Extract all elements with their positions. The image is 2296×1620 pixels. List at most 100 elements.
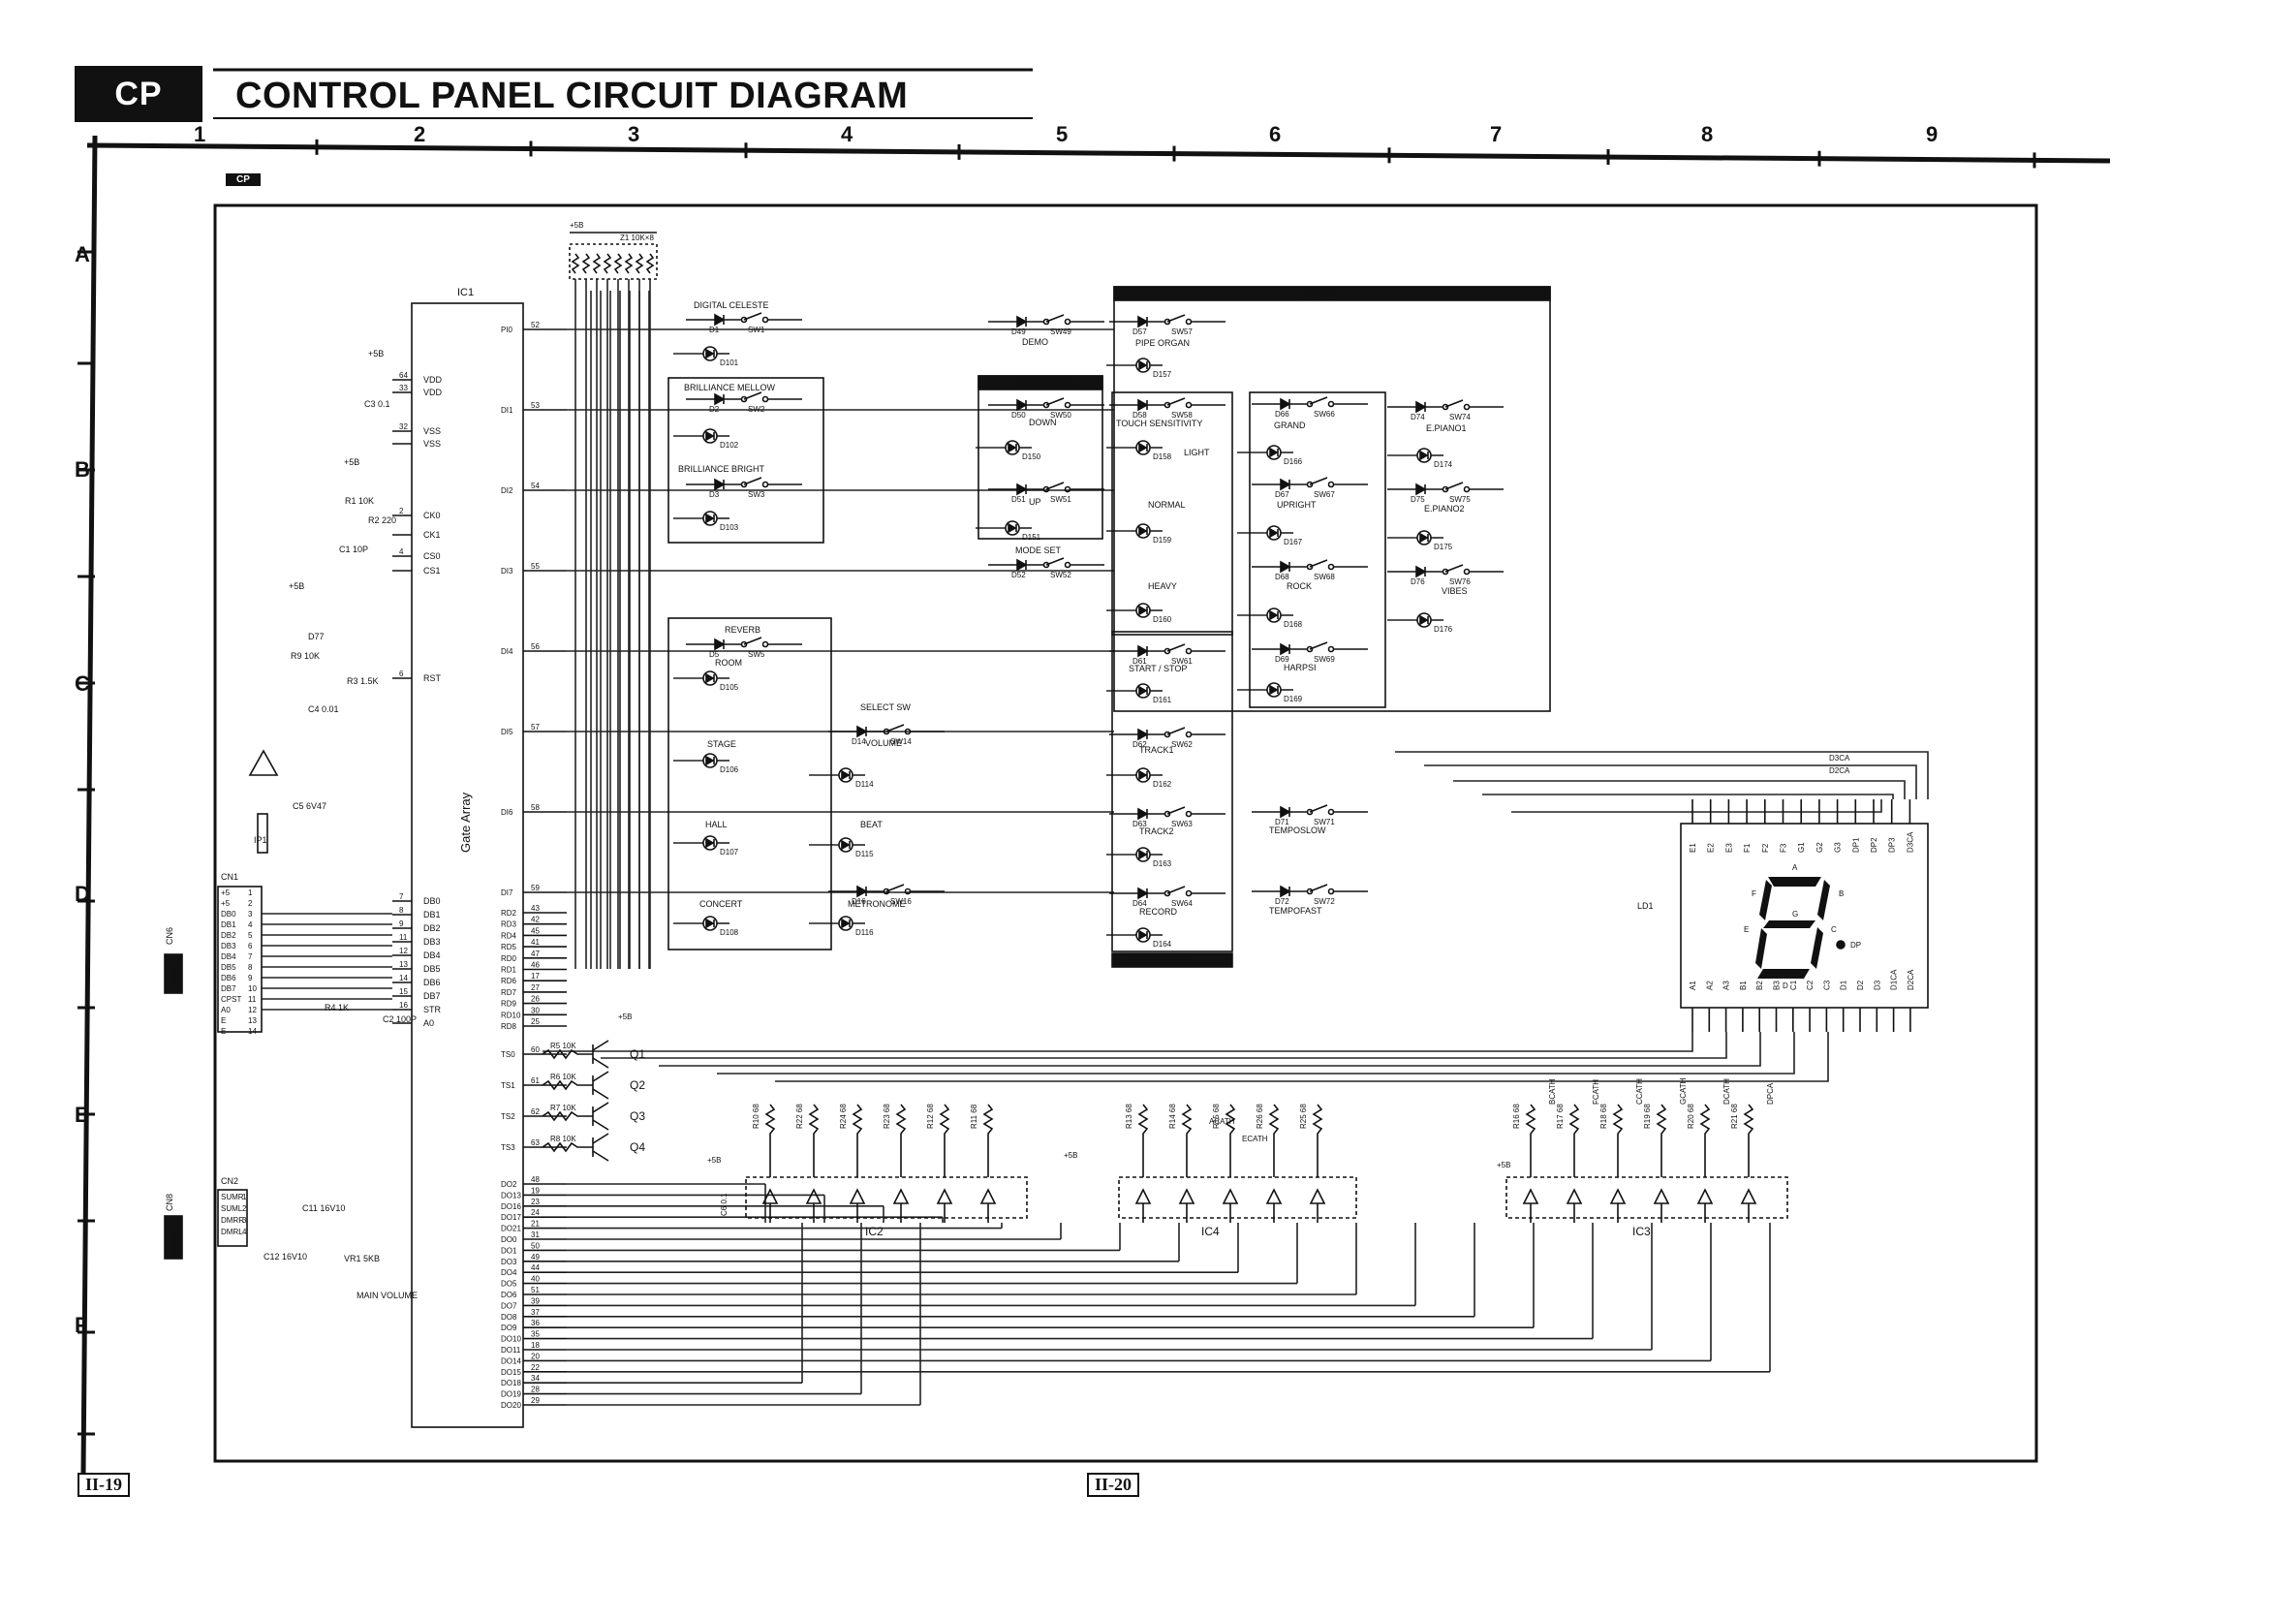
diode-ref: D72 [1275,897,1289,906]
switch-contact [1064,485,1071,493]
component-label: C4 0.01 [308,704,339,714]
transistor-supply-label: +5B [618,1012,632,1021]
led-diode [705,755,715,766]
switch-ref: SW58 [1171,411,1193,420]
segment-label: E [1744,925,1749,934]
ic1-right-pin-number: 50 [531,1241,540,1250]
ld1-pin-label: C3 [1822,980,1831,990]
ic1-right-pin-label: RD3 [501,920,517,929]
switch-lever [743,391,762,400]
base-resistor-label: R7 10K [550,1104,576,1112]
ic1-right-pin-number: 24 [531,1208,540,1217]
piano-group [1249,391,1386,708]
switch-lever [1309,804,1328,813]
ic1-left-pin-label: VSS [423,439,441,449]
transistor-label: Q3 [630,1109,645,1123]
z1-supply-label: +5B [570,221,583,230]
led-ref: D160 [1153,615,1172,624]
led-ref: D102 [720,441,739,450]
driver-resistor [1699,1104,1711,1177]
led [1135,523,1151,539]
led-ref: D103 [720,523,739,532]
led-ref: D161 [1153,696,1172,704]
ld1-name: LD1 [1637,901,1654,911]
cn1-pin-number: 12 [248,1006,257,1014]
led [838,916,853,931]
switch-contact [904,888,912,895]
button-label: NORMAL [1148,500,1186,510]
button-switch [1252,396,1368,411]
ic1-right-pin-number: 47 [531,950,540,958]
driver-resistor [982,1104,994,1177]
switch-ref: SW50 [1050,411,1071,420]
button-switch [686,477,802,491]
ic1-right-pin-number: 54 [531,482,540,490]
button-switch [1387,399,1504,414]
driver-buffer [1222,1188,1239,1204]
switch-ref: SW49 [1050,327,1071,336]
ld1-pin-label: G3 [1834,842,1843,853]
ic1-left-pin-number: 13 [399,960,408,969]
driver-resistor [1743,1104,1754,1177]
diode-ref: D16 [852,897,866,906]
cn1-pin-label: DB6 [221,974,236,982]
ic1-left-pin-number: 32 [399,422,408,431]
ic1-left-pin-label: DB2 [423,923,441,933]
cn1-pin-number: 2 [248,899,253,908]
base-resistor [542,1141,593,1153]
ic1-left-pin-number: 16 [399,1001,408,1010]
switch-diode [714,478,726,491]
driver-buffer [1178,1188,1195,1204]
diode-ref: D49 [1011,327,1026,336]
switch-diode [714,392,726,406]
switch-ref: SW62 [1171,740,1193,749]
ld1-pin-label: G1 [1797,842,1806,853]
led-diode [1419,614,1429,626]
driver-supply-label: +5B [707,1156,721,1165]
led-diode [1008,442,1017,453]
switch-diode [714,313,726,327]
driver-buffer [1740,1188,1757,1204]
ic1-right-pin-number: 52 [531,321,540,329]
diode-ref: D66 [1275,410,1289,419]
cn1-connector: CN6 [165,927,174,945]
decoupling-cap-label: C6 0.1 [720,1193,729,1216]
ld1-pin-label: DP3 [1888,837,1897,853]
cn1-pin-label: A0 [221,1006,231,1014]
cn1-pin-number: 3 [248,910,253,919]
switch-diode [856,725,868,738]
led-diode [841,769,851,781]
led-ref: D108 [720,928,739,937]
switch-contact [740,395,748,403]
ic1-left-pin-label: VSS [423,426,441,436]
led [1135,683,1151,699]
cn1-main-label: MAIN [170,967,179,989]
diode-ref: D1 [709,326,720,334]
button-switch [1109,727,1226,741]
ic1-right-pin-number: 18 [531,1341,540,1350]
cn1-name: CN1 [221,872,238,882]
cn2-body [217,1189,248,1247]
ic1-left-pin-label: VDD [423,388,443,397]
driver-resistor [1656,1104,1667,1177]
component-label: MAIN VOLUME [357,1291,418,1300]
display-wire [1511,799,1882,813]
ld1-pin-label: A3 [1722,981,1731,990]
switch-contact [1164,401,1171,409]
button-switch [686,637,802,651]
button-label: REVERB [725,625,760,635]
switch-diode [1137,728,1149,741]
ic1-right-pin-label: RD8 [501,1022,517,1031]
grid-row-a: A [75,242,90,266]
ld1-pin-label: C2 [1806,980,1815,990]
ic1-right-pin-label: RD2 [501,909,517,918]
ic1-right-pin-label: DO1 [501,1246,517,1255]
ic1-right-pin-number: 41 [531,938,540,947]
driver-resistor [1525,1104,1536,1177]
ic1-right-pin-number: 57 [531,723,540,732]
button-switch [1387,564,1504,578]
led-diode [1138,605,1148,616]
cn2-pin-number: 2 [242,1204,247,1213]
diode-ref: D52 [1011,571,1026,579]
ic1-right-pin-number: 44 [531,1263,540,1272]
